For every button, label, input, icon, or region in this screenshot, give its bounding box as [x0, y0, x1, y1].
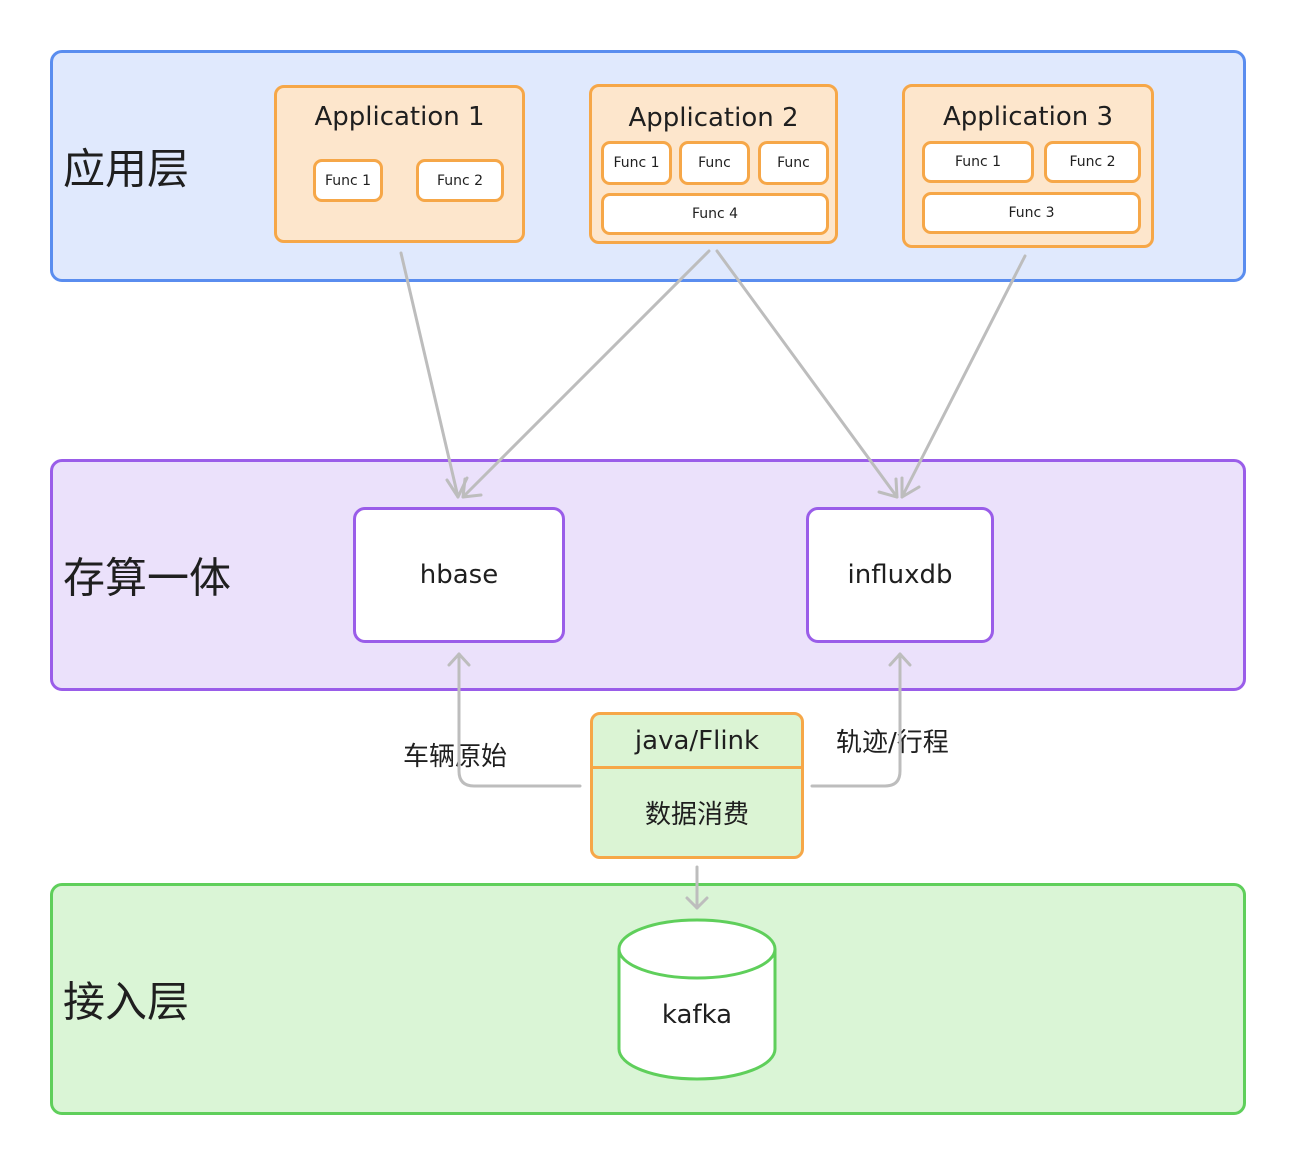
trip-data-edge-label: 轨迹/行程	[836, 728, 949, 758]
app3-func-3[interactable]: Func 3	[922, 192, 1141, 234]
app2-func-3[interactable]: Func	[758, 141, 829, 185]
app1-func-2[interactable]: Func 2	[416, 159, 504, 202]
compute-layer-title: 存算一体	[63, 553, 232, 603]
flink-title: java/Flink	[593, 715, 801, 769]
app2-func-2[interactable]: Func	[679, 141, 750, 185]
application-1[interactable]: Application 1 Func 1 Func 2	[274, 85, 525, 243]
app2-func-1[interactable]: Func 1	[601, 141, 672, 185]
application-1-title: Application 1	[314, 102, 485, 132]
compute-layer: 存算一体	[50, 459, 1246, 691]
app3-func-1[interactable]: Func 1	[922, 141, 1034, 183]
raw-data-edge-label: 车辆原始	[403, 742, 508, 772]
app1-func-1[interactable]: Func 1	[313, 159, 383, 202]
kafka-cylinder-icon[interactable]	[616, 917, 778, 1083]
application-2-title: Application 2	[628, 103, 799, 133]
application-layer-title: 应用层	[63, 144, 190, 194]
kafka-label: kafka	[661, 1000, 733, 1030]
flink-processor[interactable]: java/Flink 数据消费	[590, 712, 804, 859]
influxdb-node[interactable]: influxdb	[806, 507, 994, 643]
hbase-node[interactable]: hbase	[353, 507, 565, 643]
app2-func-4[interactable]: Func 4	[601, 193, 829, 235]
access-layer-title: 接入层	[63, 977, 190, 1027]
application-3[interactable]: Application 3 Func 1 Func 2 Func 3	[902, 84, 1154, 248]
flink-subtitle: 数据消费	[644, 800, 749, 830]
application-2[interactable]: Application 2 Func 1 Func Func Func 4	[589, 84, 838, 244]
application-3-title: Application 3	[942, 102, 1114, 132]
app3-func-2[interactable]: Func 2	[1044, 141, 1141, 183]
